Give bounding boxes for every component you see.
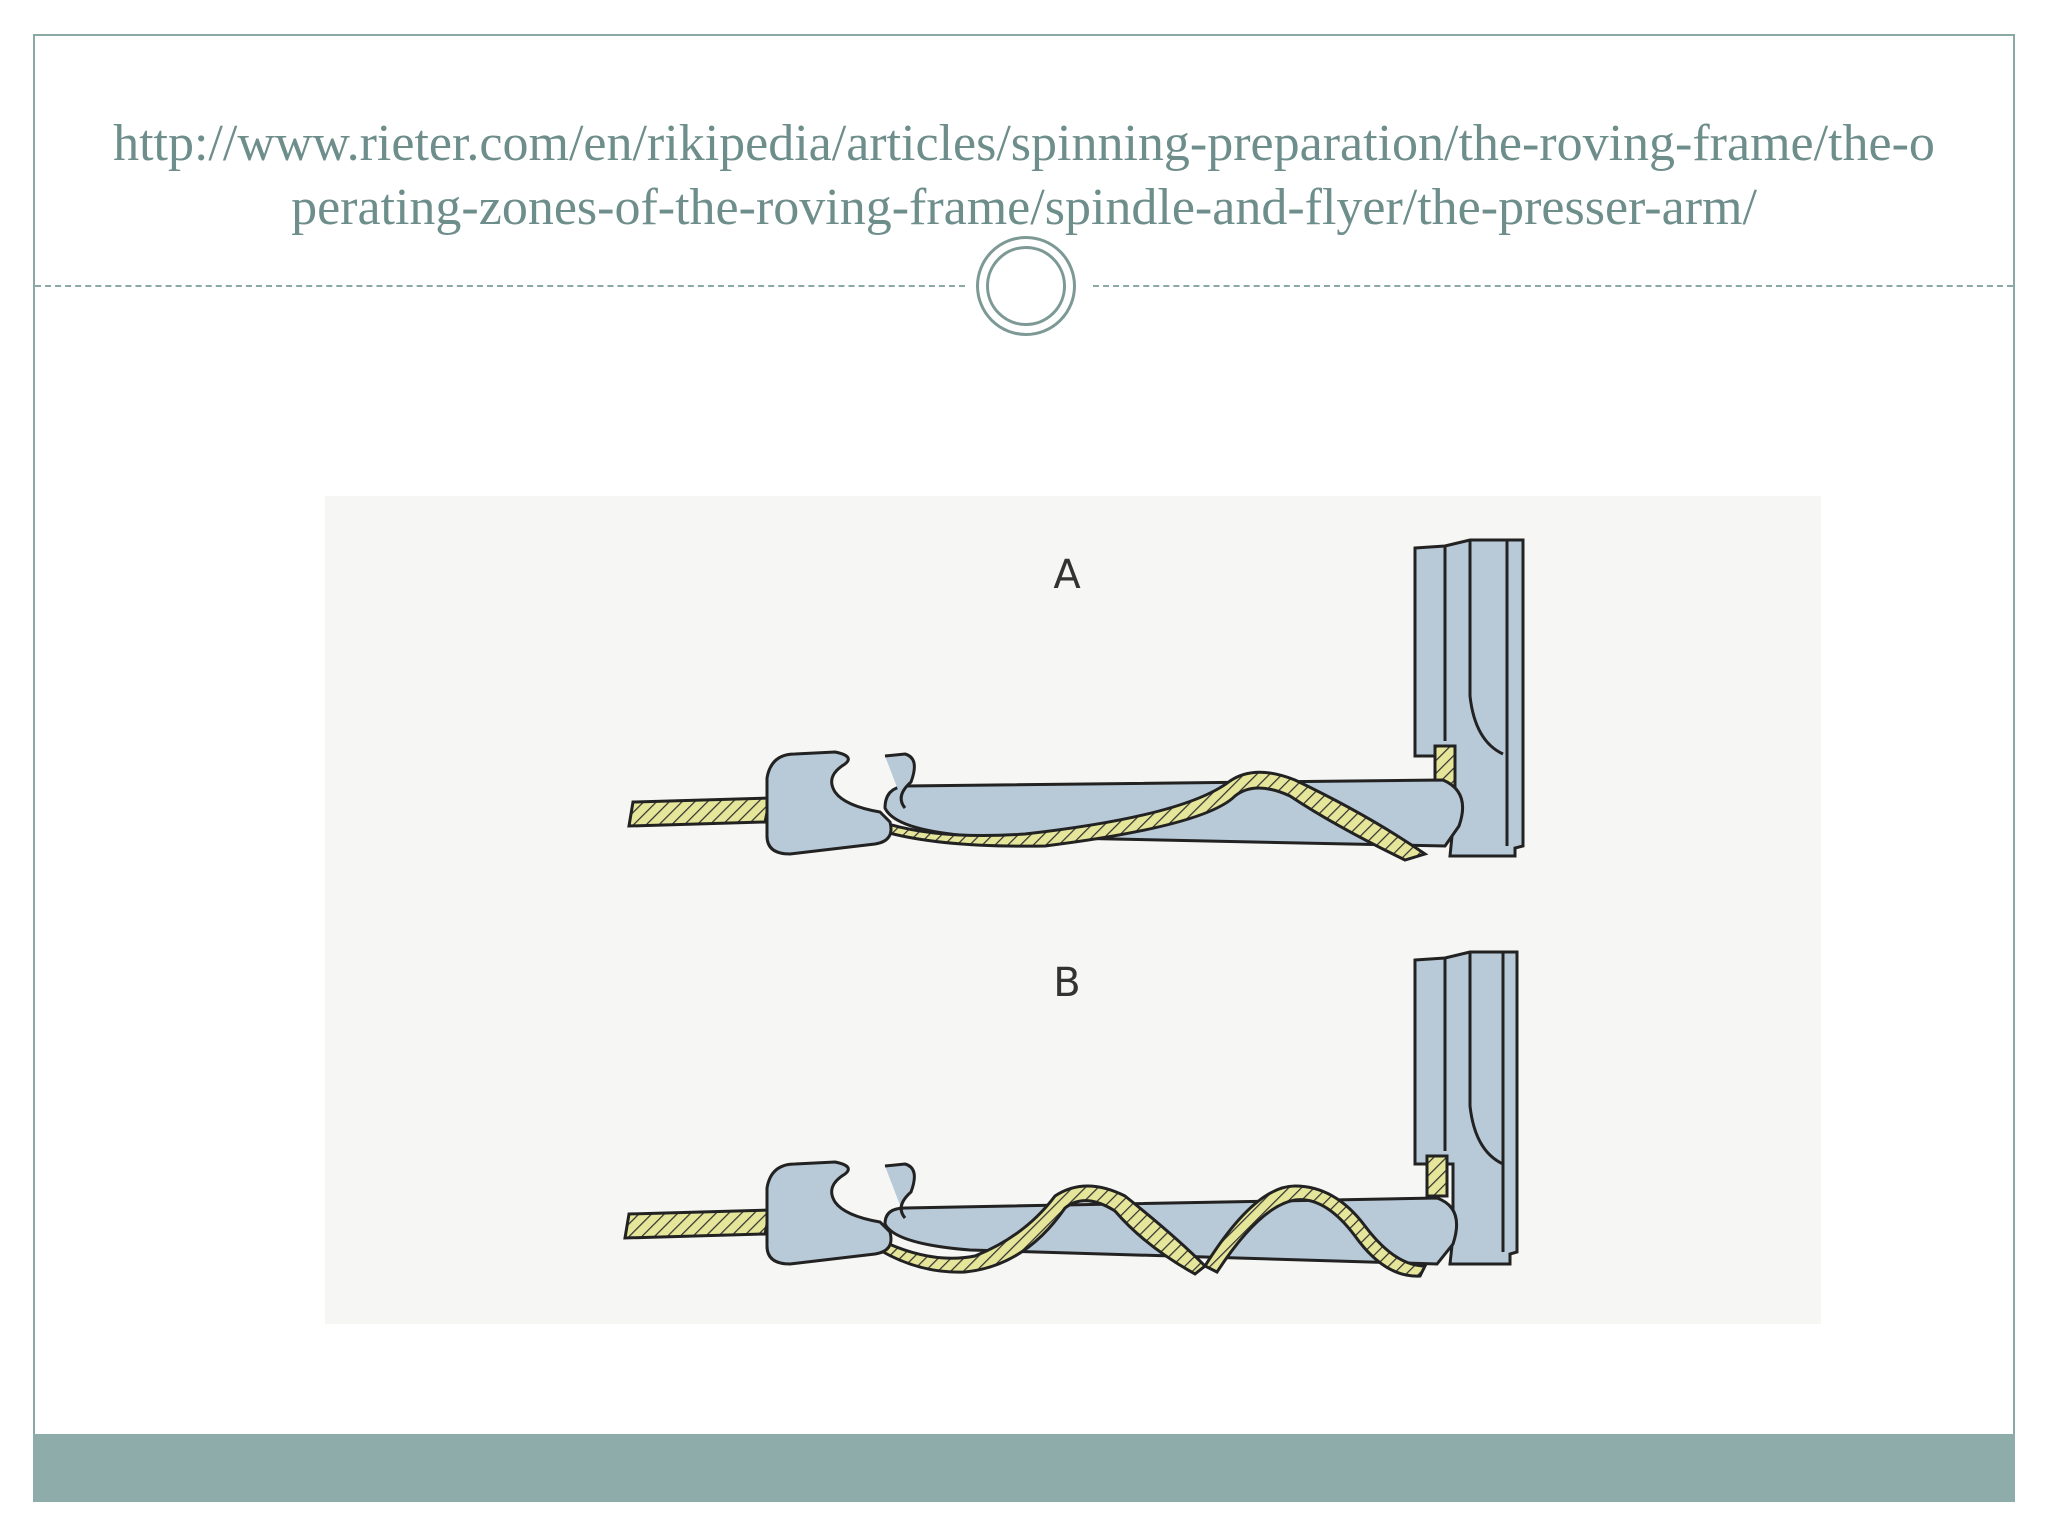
roving-strand-in-b: [623, 1208, 772, 1240]
title-divider-left: [35, 285, 965, 287]
roving-strand-in: [627, 796, 772, 828]
flyer-leg-lines: [1443, 540, 1509, 846]
presser-paddle: [765, 750, 893, 856]
panel-b-label: B: [1053, 960, 1080, 1006]
flyer-leg-lines-b: [1443, 952, 1505, 1252]
roving-in-leg-b: [1425, 1154, 1449, 1198]
roving-wrap-b2: [1202, 1184, 1428, 1278]
presser-paddle-b: [765, 1160, 893, 1266]
presser-arm-hook: [884, 752, 916, 809]
panel-b: B: [623, 950, 1519, 1278]
panel-a-label: A: [1053, 552, 1081, 598]
panel-a: A: [627, 538, 1525, 862]
roving-wrap: [862, 770, 1429, 862]
presser-arm-hook-b: [884, 1162, 916, 1219]
slide-title: http://www.rieter.com/en/rikipedia/artic…: [113, 115, 1935, 236]
divider-ornament: [976, 236, 1076, 336]
roving-wrap-b1: [861, 1184, 1208, 1276]
footer-bar: [33, 1434, 2015, 1502]
presser-arm-figure: A B: [325, 496, 1821, 1324]
title-divider-right: [1093, 285, 2013, 287]
